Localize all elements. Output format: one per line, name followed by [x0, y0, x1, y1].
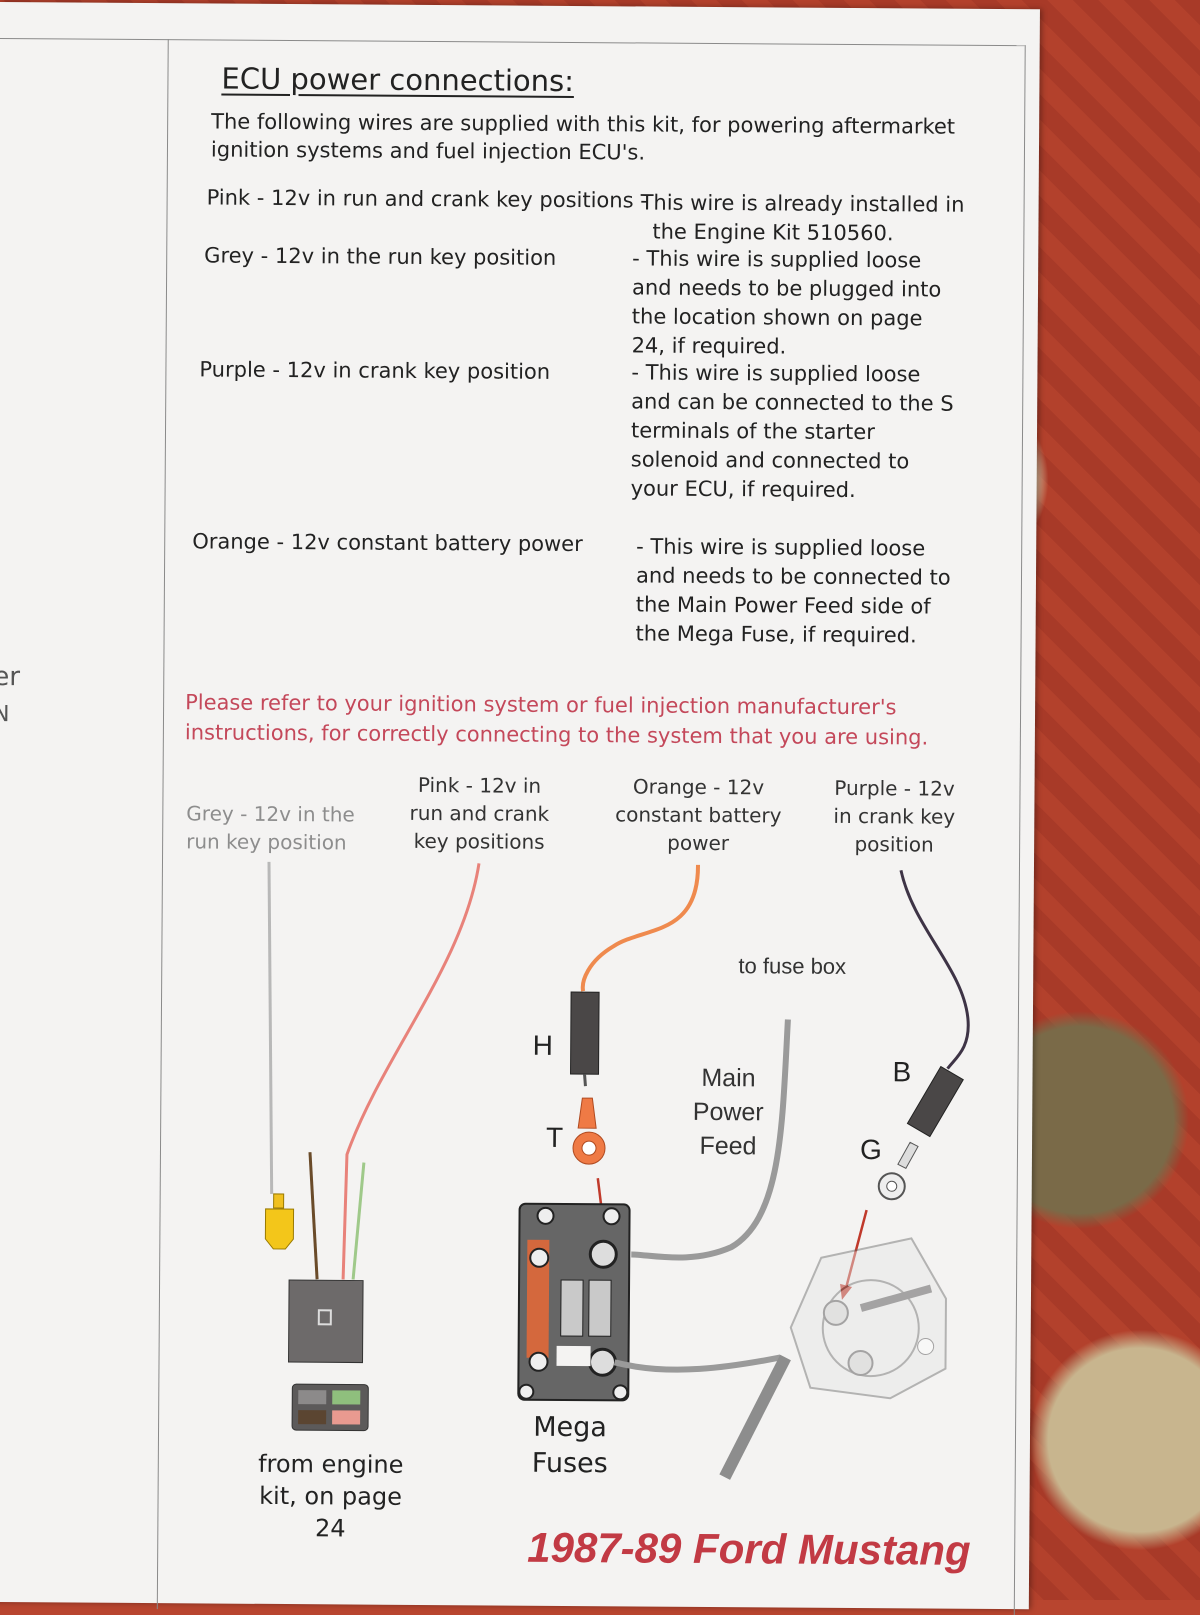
g-ring-terminal-icon — [877, 1141, 919, 1201]
connector-latch-icon — [317, 1309, 332, 1326]
wiring-diagram — [264, 861, 970, 1480]
green-wire — [351, 1162, 366, 1280]
engine-kit-caption: from engine kit, on page 24 — [258, 1449, 404, 1543]
footer-title: 1987-89 Ford Mustang — [527, 1523, 971, 1574]
to-fuse-box-label: to fuse box — [738, 953, 847, 979]
orange-wire — [580, 864, 700, 992]
mega-fuses-caption: Mega Fuses — [531, 1411, 608, 1480]
t-terminal-label: T — [545, 1121, 564, 1153]
g-terminal-label: G — [859, 1134, 882, 1166]
solenoid-link-cable — [613, 1354, 782, 1373]
purple-wire — [899, 869, 970, 1070]
h-connector — [570, 991, 600, 1075]
battery-cable — [719, 1354, 791, 1480]
main-power-feed-label: Main Power Feed — [692, 1063, 764, 1161]
starter-solenoid — [789, 1237, 947, 1400]
red-arrow-icon — [840, 1283, 853, 1300]
main-power-feed-cable — [631, 1019, 791, 1261]
mega-fuse-block — [517, 1202, 631, 1402]
instruction-sheet: er N ECU power connections: The followin… — [0, 2, 1040, 1615]
t-ring-terminal-icon — [572, 1097, 606, 1165]
grey-wire — [267, 861, 274, 1194]
h-terminal-label: H — [532, 1029, 554, 1061]
b-terminal-label: B — [892, 1056, 912, 1088]
connector-face-icon — [291, 1383, 369, 1432]
b-connector — [906, 1065, 964, 1138]
brown-wire — [308, 1152, 319, 1280]
engine-kit-connector — [288, 1279, 364, 1364]
yellow-connector — [264, 1193, 295, 1250]
pink-wire — [341, 863, 481, 1280]
